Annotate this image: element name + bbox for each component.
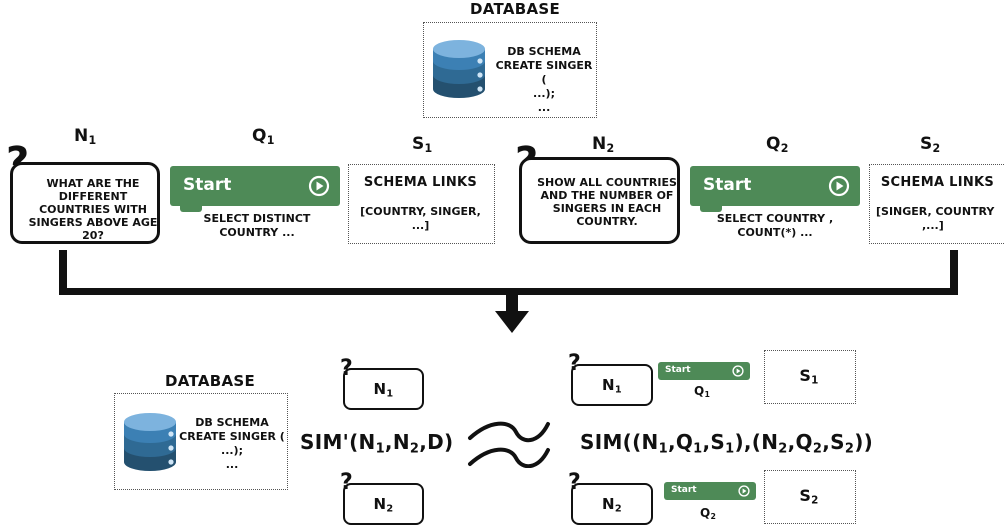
s1-box-right: S1 [764,350,856,404]
n1-label-bottom: N1 [373,380,394,400]
question-box-1: WHAT ARE THE DIFFERENT COUNTRIES WITH SI… [10,162,160,244]
schema-links-box-2: SCHEMA LINKS [SINGER, COUNTRY ,...] [869,164,1004,244]
schema-line: DB SCHEMA [507,45,581,58]
start-notch [700,206,722,212]
bottom-database-box: DB SCHEMA CREATE SINGER ( ...); ... [114,393,288,490]
sim-formula: SIM((N1,Q1,S1),(N2,Q2,S2)) [580,430,874,457]
schema-line: CREATE SINGER ( [495,59,593,86]
start-block-2: Start [690,166,860,206]
start-label: Start [183,175,232,195]
q2-label-small: Q2 [700,506,717,521]
q1-label: Q1 [252,126,275,147]
sql-2: SELECT COUNTRY , COUNT(*) ... [700,212,850,240]
play-circle-icon [738,485,750,497]
n1-box-bottom: N1 [343,368,424,410]
sql-line: SELECT DISTINCT [203,212,311,225]
schema-links-box-1: SCHEMA LINKS [COUNTRY, SINGER, ...] [348,164,495,244]
database-icon [433,40,485,98]
start-block-1: Start [170,166,340,206]
schema-line: ...); [221,444,243,457]
sim-prime-formula: SIM'(N1,N2,D) [300,430,454,457]
schema-links-values-1: [COUNTRY, SINGER, ...] [349,205,492,233]
bottom-database-title: DATABASE [164,372,256,390]
approx-icon [468,421,550,468]
top-database-box: DB SCHEMA CREATE SINGER ( ...); ... [423,22,597,118]
connector-left-stem [59,250,67,295]
schema-links-title: SCHEMA LINKS [880,175,995,190]
schema-link-line: [SINGER, COUNTRY [876,205,995,218]
q1-label-small: Q1 [694,384,711,399]
sql-line: COUNTRY ... [219,226,295,239]
schema-link-line: [COUNTRY, SINGER, [360,205,481,218]
top-database-title: DATABASE [469,0,561,18]
database-icon [124,413,176,471]
start-notch [180,206,202,212]
n1-label-right: N1 [602,376,622,396]
question-text-1: WHAT ARE THE DIFFERENT COUNTRIES WITH SI… [28,177,158,242]
n2-label-bottom: N2 [373,495,394,515]
play-circle-icon [308,175,330,197]
connector-right-stem [950,250,958,295]
n2-label-right: N2 [602,495,622,515]
s2-label-right: S2 [799,486,819,507]
sql-line: SELECT COUNTRY , [716,212,834,225]
start-label: Start [671,485,697,495]
schema-link-line: ...] [411,219,430,232]
n1-box-right: N1 [571,364,653,406]
question-text-2: SHOW ALL COUNTRIES AND THE NUMBER OF SIN… [537,176,677,228]
schema-links-title: SCHEMA LINKS [363,175,478,190]
sql-1: SELECT DISTINCT COUNTRY ... [182,212,332,240]
schema-link-line: ,...] [922,219,944,232]
schema-line: ... [225,458,239,471]
question-box-2: SHOW ALL COUNTRIES AND THE NUMBER OF SIN… [519,157,680,244]
start-label: Start [665,365,691,375]
arrow-down-icon [495,295,529,333]
sql-line: COUNT(*) ... [737,226,813,239]
schema-links-values-2: [SINGER, COUNTRY ,...] [876,205,1004,233]
n1-label: N1 [74,126,97,147]
n2-box-right: N2 [571,483,653,525]
s2-label: S2 [920,134,941,155]
q2-label: Q2 [766,134,789,155]
bottom-database-schema: DB SCHEMA CREATE SINGER ( ...); ... [177,416,287,472]
play-circle-icon [732,365,744,377]
schema-line: ...); [533,87,555,100]
start-block-small-2: Start [664,482,756,500]
schema-line: DB SCHEMA [195,416,269,429]
connector-horizontal-bar [59,288,958,295]
s2-box-right: S2 [764,470,856,524]
schema-line: CREATE SINGER ( [179,430,285,443]
s1-label: S1 [412,134,433,155]
start-block-small-1: Start [658,362,750,380]
play-circle-icon [828,175,850,197]
n2-label: N2 [592,134,615,155]
s1-label-right: S1 [799,366,819,387]
start-label: Start [703,175,752,195]
n2-box-bottom: N2 [343,483,424,525]
schema-line: ... [537,101,551,114]
top-database-schema: DB SCHEMA CREATE SINGER ( ...); ... [492,45,596,115]
